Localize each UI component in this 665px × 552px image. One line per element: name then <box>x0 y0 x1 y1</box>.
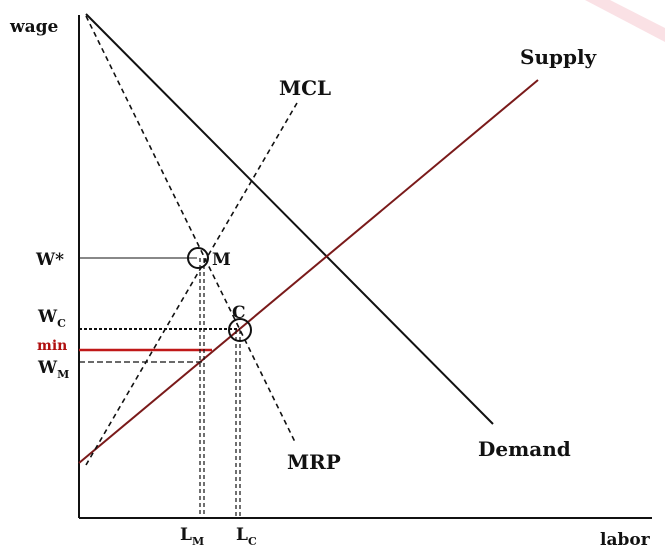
demand-curve <box>85 13 494 425</box>
wc-label-main: W <box>37 307 58 327</box>
wm-label-sub: M <box>57 368 69 381</box>
mrp-label: MRP <box>287 450 341 474</box>
supply-label: Supply <box>520 45 598 69</box>
lc-label-sub: C <box>248 535 257 548</box>
lm-label-sub: M <box>192 535 204 548</box>
competitive-point-circle <box>228 318 252 342</box>
lc-label: LC <box>236 525 257 548</box>
x-axis-label: labor <box>600 530 651 550</box>
demand-label: Demand <box>478 437 571 461</box>
lm-label: LM <box>180 525 204 548</box>
lm-label-main: L <box>180 525 192 545</box>
wc-label: WC <box>37 307 66 330</box>
min-wage-label: min <box>37 338 67 354</box>
wc-label-sub: C <box>57 317 66 330</box>
competitive-point-label: C <box>232 303 246 323</box>
mcl-curve <box>85 102 298 466</box>
mcl-label: MCL <box>279 76 331 100</box>
w-star-label: W* <box>35 250 64 270</box>
mrp-curve <box>85 15 296 443</box>
monopsony-point-label: M <box>212 250 231 270</box>
watermark-mark <box>585 0 665 42</box>
monopsony-point-circle <box>187 247 209 269</box>
y-axis-label: wage <box>9 17 59 37</box>
wm-label: WM <box>37 358 69 381</box>
supply-curve <box>78 79 539 464</box>
lc-label-main: L <box>236 525 248 545</box>
wm-label-main: W <box>37 358 58 378</box>
